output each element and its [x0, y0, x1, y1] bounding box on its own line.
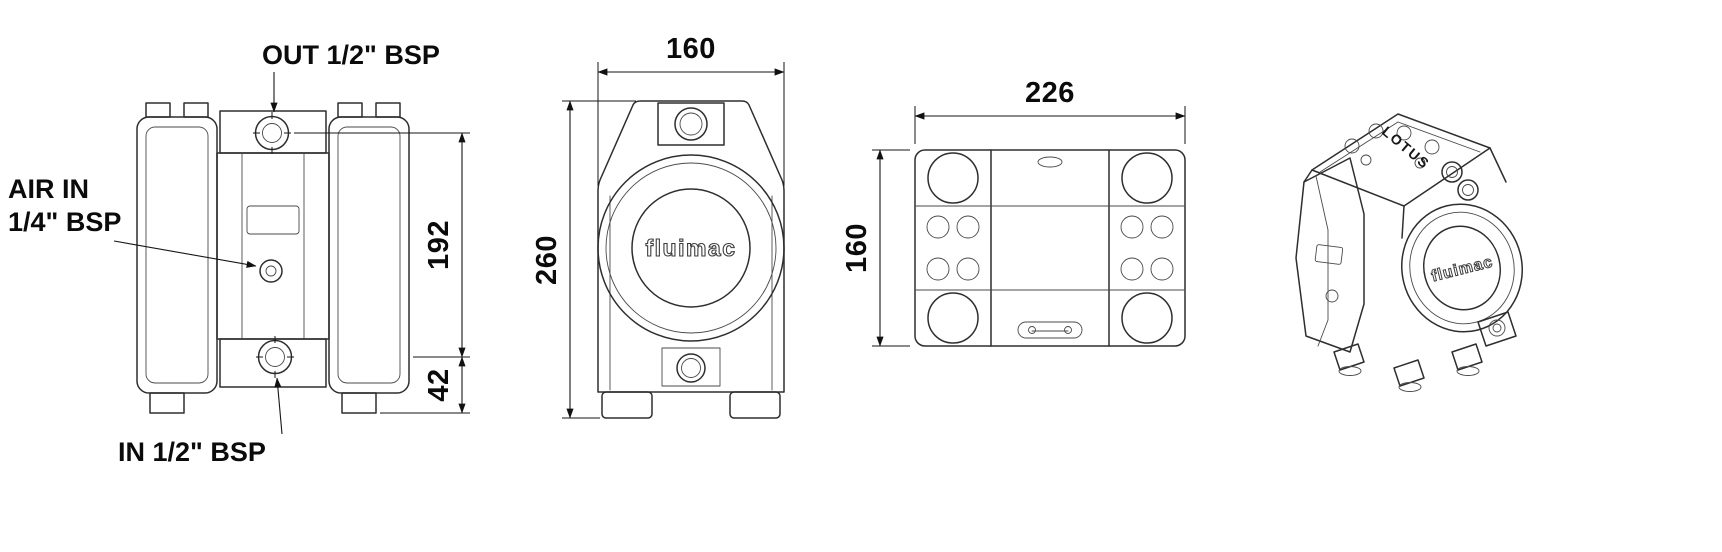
label-air-in-line2: 1/4" BSP — [8, 207, 121, 237]
iso-feet — [1333, 343, 1483, 392]
label-out-port: OUT 1/2" BSP — [262, 40, 440, 70]
label-air-in-line1: AIR IN — [8, 174, 89, 204]
air-inlet-port — [259, 259, 283, 283]
dim-160-width: 160 — [666, 33, 716, 65]
leader-arrow-in — [274, 377, 283, 435]
iso-left-chamber — [1295, 157, 1365, 353]
label-in-port: IN 1/2" BSP — [118, 437, 266, 467]
top-view: 226 160 — [841, 77, 1186, 347]
dim-42: 42 — [423, 368, 455, 401]
iso-bottom-block — [1477, 311, 1517, 347]
isometric-view: LOTUS fluimac — [1295, 113, 1523, 392]
iso-clamp-face: fluimac — [1401, 203, 1523, 333]
dim-226: 226 — [1025, 77, 1075, 109]
center-body — [216, 110, 330, 388]
dimension-side-width: 160 — [597, 33, 785, 186]
in-port — [256, 336, 294, 378]
side-foot-right — [729, 391, 781, 419]
right-chamber — [328, 102, 410, 414]
side-bottom-port — [661, 347, 721, 387]
left-chamber — [136, 102, 218, 414]
top-bolt-holes — [926, 215, 1174, 281]
dim-192: 192 — [423, 220, 455, 270]
fluimac-logo-iso: fluimac — [1430, 254, 1495, 286]
dimension-front-heights: 192 42 — [294, 132, 470, 414]
side-outline — [597, 100, 785, 393]
leader-arrow-air-in — [113, 240, 257, 268]
top-center-slot — [1037, 156, 1063, 168]
out-port — [253, 112, 291, 154]
front-view: OUT 1/2" BSP AIR IN 1/4" BSP IN 1/2" BSP… — [8, 40, 470, 467]
side-foot-left — [601, 391, 653, 419]
dimension-top-width: 226 — [914, 77, 1186, 144]
dim-260: 260 — [531, 235, 563, 285]
fluimac-logo-side: fluimac — [645, 235, 736, 261]
dim-160-depth: 160 — [841, 223, 873, 273]
dimension-side-height: 260 — [531, 100, 636, 419]
dimension-top-depth: 160 — [841, 149, 910, 347]
side-view: fluimac 160 260 — [531, 33, 785, 419]
top-clamp-caps — [927, 152, 1173, 344]
top-bottom-detail — [1017, 321, 1083, 339]
side-top-port — [674, 107, 708, 141]
top-outline — [914, 149, 1186, 347]
side-clamp-face: fluimac — [597, 154, 785, 342]
iso-right-ports — [1441, 161, 1479, 201]
